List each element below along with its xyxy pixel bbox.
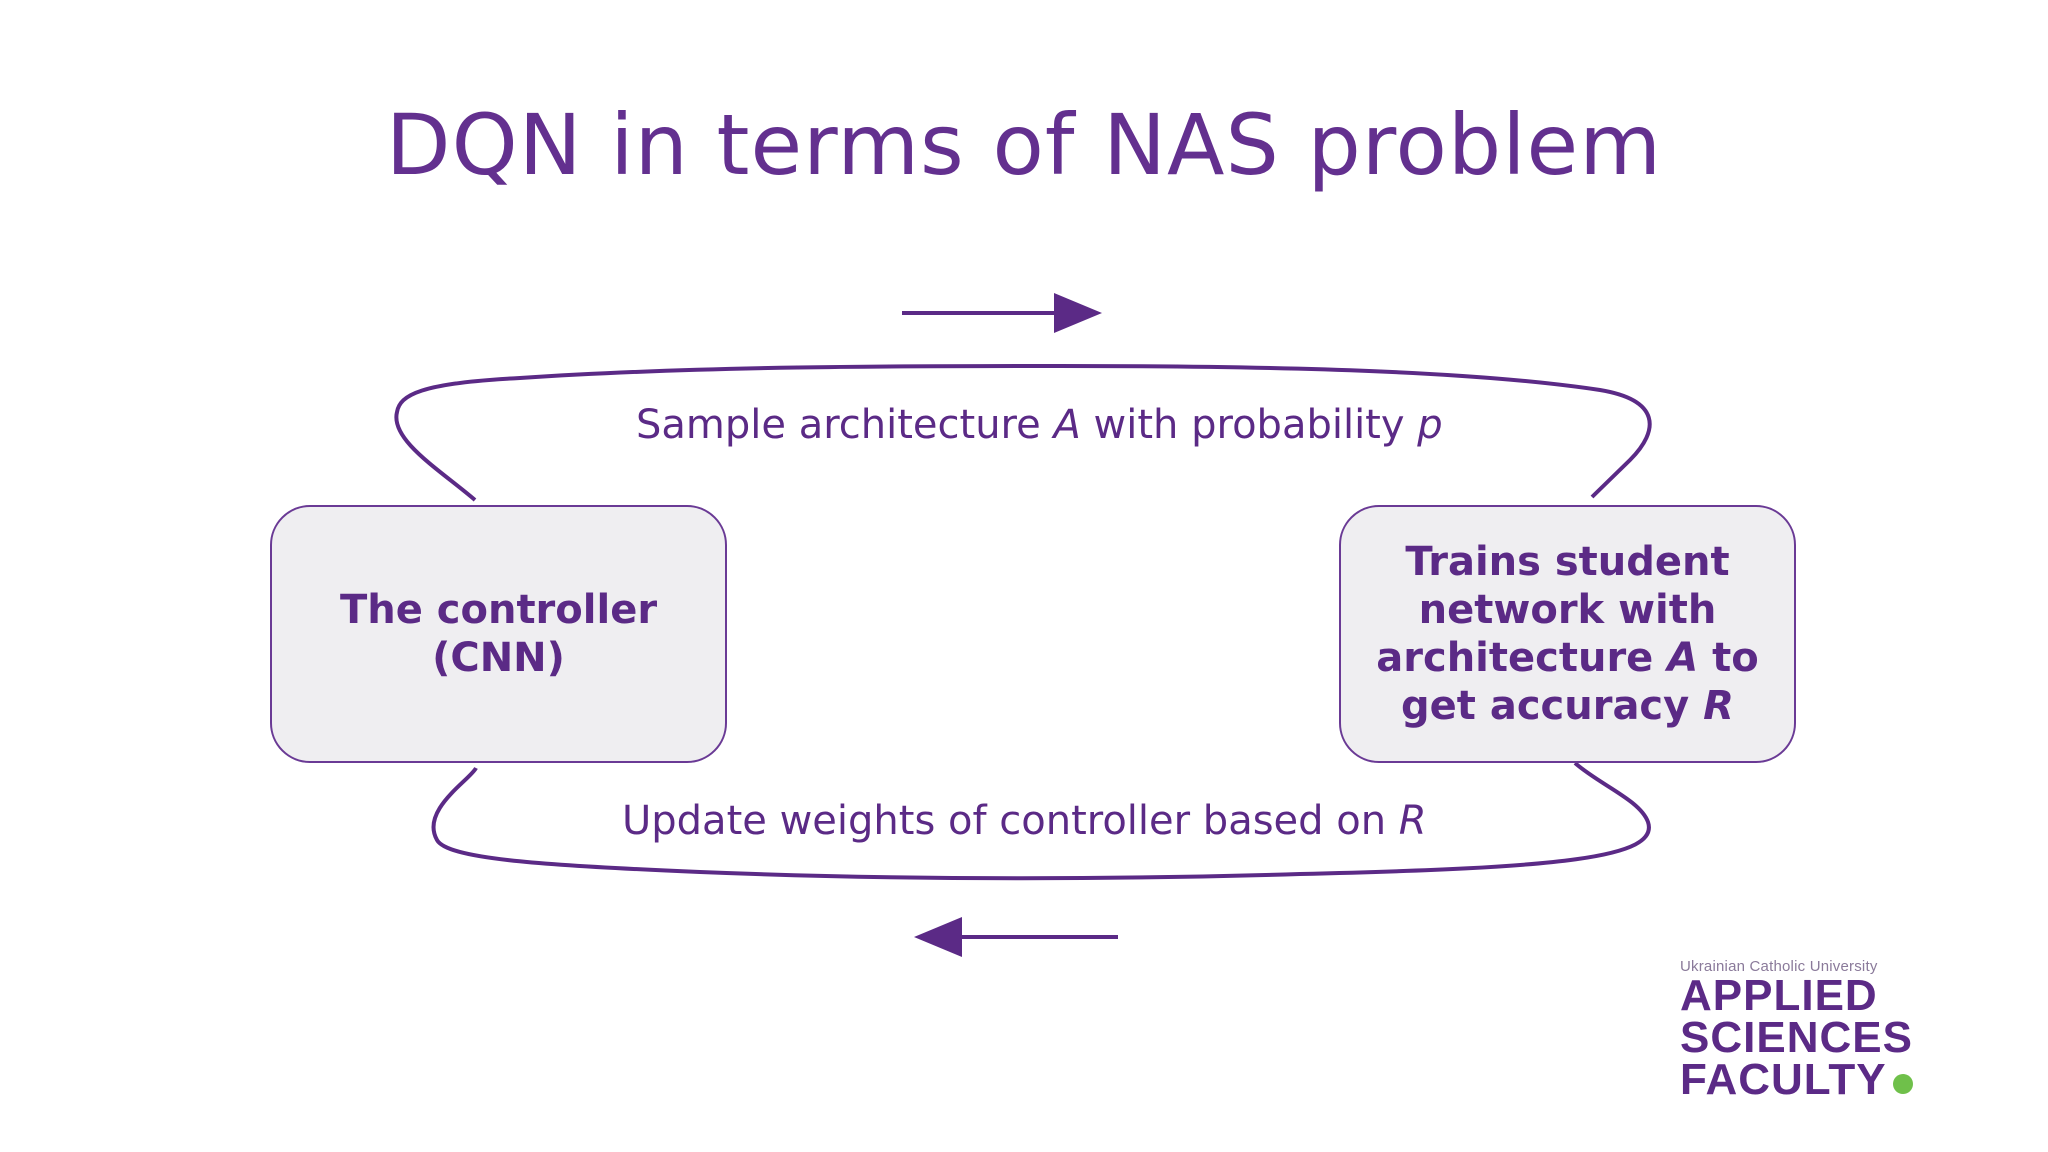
logo-dot-icon xyxy=(1892,1074,1913,1094)
trainer-box: Trains student network with architecture… xyxy=(1339,505,1796,763)
update-weights-label: Update weights of controller based on R xyxy=(622,798,1427,844)
top-loop-path xyxy=(394,363,1652,502)
bottom-loop-path xyxy=(431,761,1651,881)
controller-box: The controller (CNN) xyxy=(270,505,727,763)
slide-title: DQN in terms of NAS problem xyxy=(385,96,1663,194)
logo-line-applied: APPLIED xyxy=(1680,971,1878,1020)
university-name: Ukrainian Catholic University xyxy=(1680,958,1878,975)
sample-architecture-label: Sample architecture A with probability p xyxy=(636,402,1443,448)
logo-line-faculty: FACULTY xyxy=(1680,1058,1940,1102)
faculty-logo: Ukrainian Catholic University APPLIED SC… xyxy=(1680,958,1940,1102)
trainer-box-label: Trains student network with architecture… xyxy=(1376,539,1759,729)
logo-line-sciences: SCIENCES xyxy=(1680,1013,1913,1062)
controller-box-label: The controller (CNN) xyxy=(339,587,658,681)
